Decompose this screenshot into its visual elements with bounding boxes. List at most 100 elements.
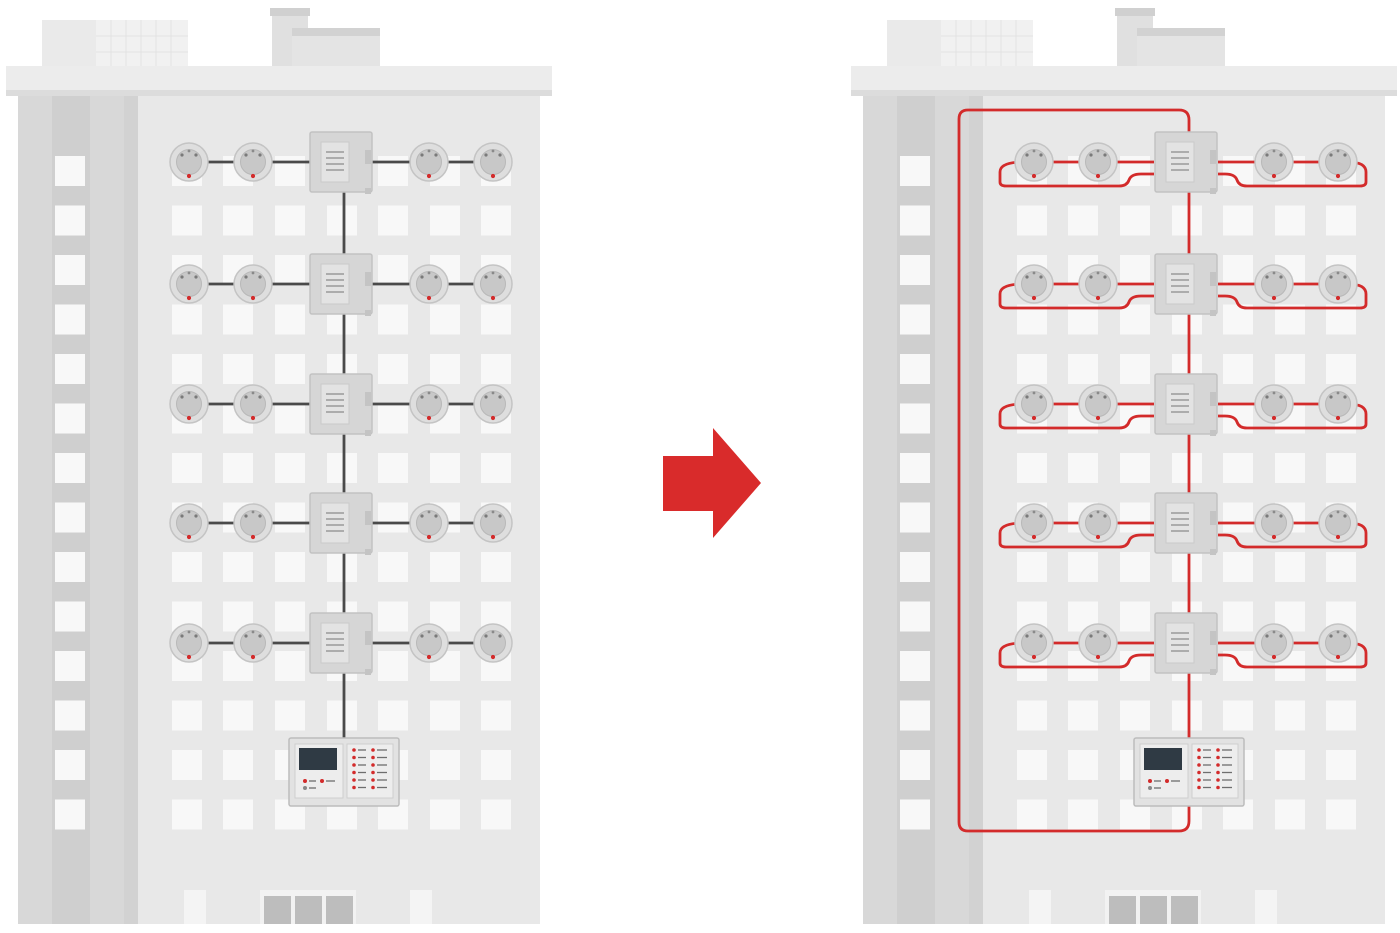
entrance-door (295, 896, 322, 924)
roof-housing-cap (1137, 28, 1225, 36)
detector-sensor (1021, 391, 1047, 417)
loop-module-icon (1154, 612, 1218, 675)
detector-sensor (1325, 271, 1351, 297)
facade-window (275, 403, 305, 434)
detector-mark (1096, 630, 1100, 634)
detector-mark (180, 395, 184, 399)
panel-led (1216, 785, 1220, 790)
entrance-door (264, 896, 291, 924)
detector-led (250, 173, 256, 179)
detector-mark (1039, 153, 1043, 157)
detector-sensor (1325, 510, 1351, 536)
facade-window (1326, 799, 1356, 830)
facade-window (275, 156, 305, 186)
detector-mark (1343, 395, 1347, 399)
facade-window (481, 799, 511, 830)
detector-mark (1089, 514, 1093, 518)
module-latch (365, 150, 371, 164)
panel-led (1197, 748, 1201, 752)
facade-window (430, 354, 460, 384)
panel-led (1216, 748, 1220, 752)
detector-mark (1025, 395, 1029, 399)
facade-window (1120, 453, 1150, 483)
module-latch (365, 392, 371, 406)
detector-mark (258, 514, 262, 518)
roof-edge (851, 90, 1397, 96)
stairwell-window (55, 205, 85, 236)
detector-sensor (1325, 630, 1351, 656)
detector-mark (180, 153, 184, 157)
panel-led (371, 748, 375, 752)
facade-window (172, 750, 202, 780)
module-latch (1210, 272, 1216, 286)
facade-window (378, 403, 408, 434)
facade-window (430, 304, 460, 335)
stairwell-window (55, 799, 85, 830)
detector-sensor (1261, 149, 1287, 175)
facade-window (1120, 502, 1150, 533)
detector-mark (434, 634, 438, 638)
module-latch (365, 511, 371, 525)
detector-led (1335, 173, 1341, 179)
smoke-detector-icon (473, 384, 513, 424)
smoke-detector-icon (1254, 384, 1294, 424)
facade-window (481, 552, 511, 582)
detector-led (1271, 173, 1277, 179)
smoke-detector-icon (1254, 264, 1294, 304)
stairwell-window (900, 651, 930, 681)
facade-window (1120, 354, 1150, 384)
detector-mark (258, 634, 262, 638)
detector-led (250, 534, 256, 540)
detector-led (490, 654, 496, 660)
facade-window (1326, 304, 1356, 335)
loop-module-icon (1154, 253, 1218, 316)
facade-window (172, 799, 202, 830)
detector-sensor (240, 630, 266, 656)
facade-window (275, 304, 305, 335)
detector-mark (244, 634, 248, 638)
detector-mark (187, 630, 191, 634)
detector-sensor (240, 271, 266, 297)
facade-window (1275, 453, 1305, 483)
detector-mark (434, 153, 438, 157)
detector-sensor (240, 510, 266, 536)
facade-window (1017, 304, 1047, 335)
detector-led (1271, 654, 1277, 660)
wire-floor-loop-right (1218, 282, 1368, 310)
smoke-detector-icon (1014, 384, 1054, 424)
facade-window (275, 205, 305, 236)
smoke-detector-icon (233, 142, 273, 182)
detector-led (490, 295, 496, 301)
loop-wiring (957, 108, 1368, 833)
facade-window (223, 354, 253, 384)
smoke-detector-icon (1318, 264, 1358, 304)
detector-led (490, 534, 496, 540)
facade-window (1223, 354, 1253, 384)
stairwell-window (900, 255, 930, 285)
detector-mark (427, 271, 431, 275)
module-latch (1210, 511, 1216, 525)
stairwell-window (55, 156, 85, 186)
smoke-detector-icon (409, 142, 449, 182)
facade-window (1120, 552, 1150, 582)
detector-mark (1089, 275, 1093, 279)
facade-window (481, 750, 511, 780)
facade-window (481, 205, 511, 236)
facade-window (1326, 354, 1356, 384)
wire-floor-loop-left (998, 282, 1154, 310)
module-foot (1210, 549, 1216, 555)
wire-floor-loop-left (998, 641, 1154, 669)
facade-window (172, 205, 202, 236)
detector-mark (180, 634, 184, 638)
stairwell-window (900, 552, 930, 582)
detector-mark (1103, 634, 1107, 638)
facade-window (378, 453, 408, 483)
detector-led (426, 415, 432, 421)
facade-window (1223, 502, 1253, 533)
detector-mark (484, 275, 488, 279)
facade-window (275, 552, 305, 582)
roof-vent-grid (96, 20, 188, 68)
detector-mark (1329, 514, 1333, 518)
panel-led (371, 763, 375, 767)
